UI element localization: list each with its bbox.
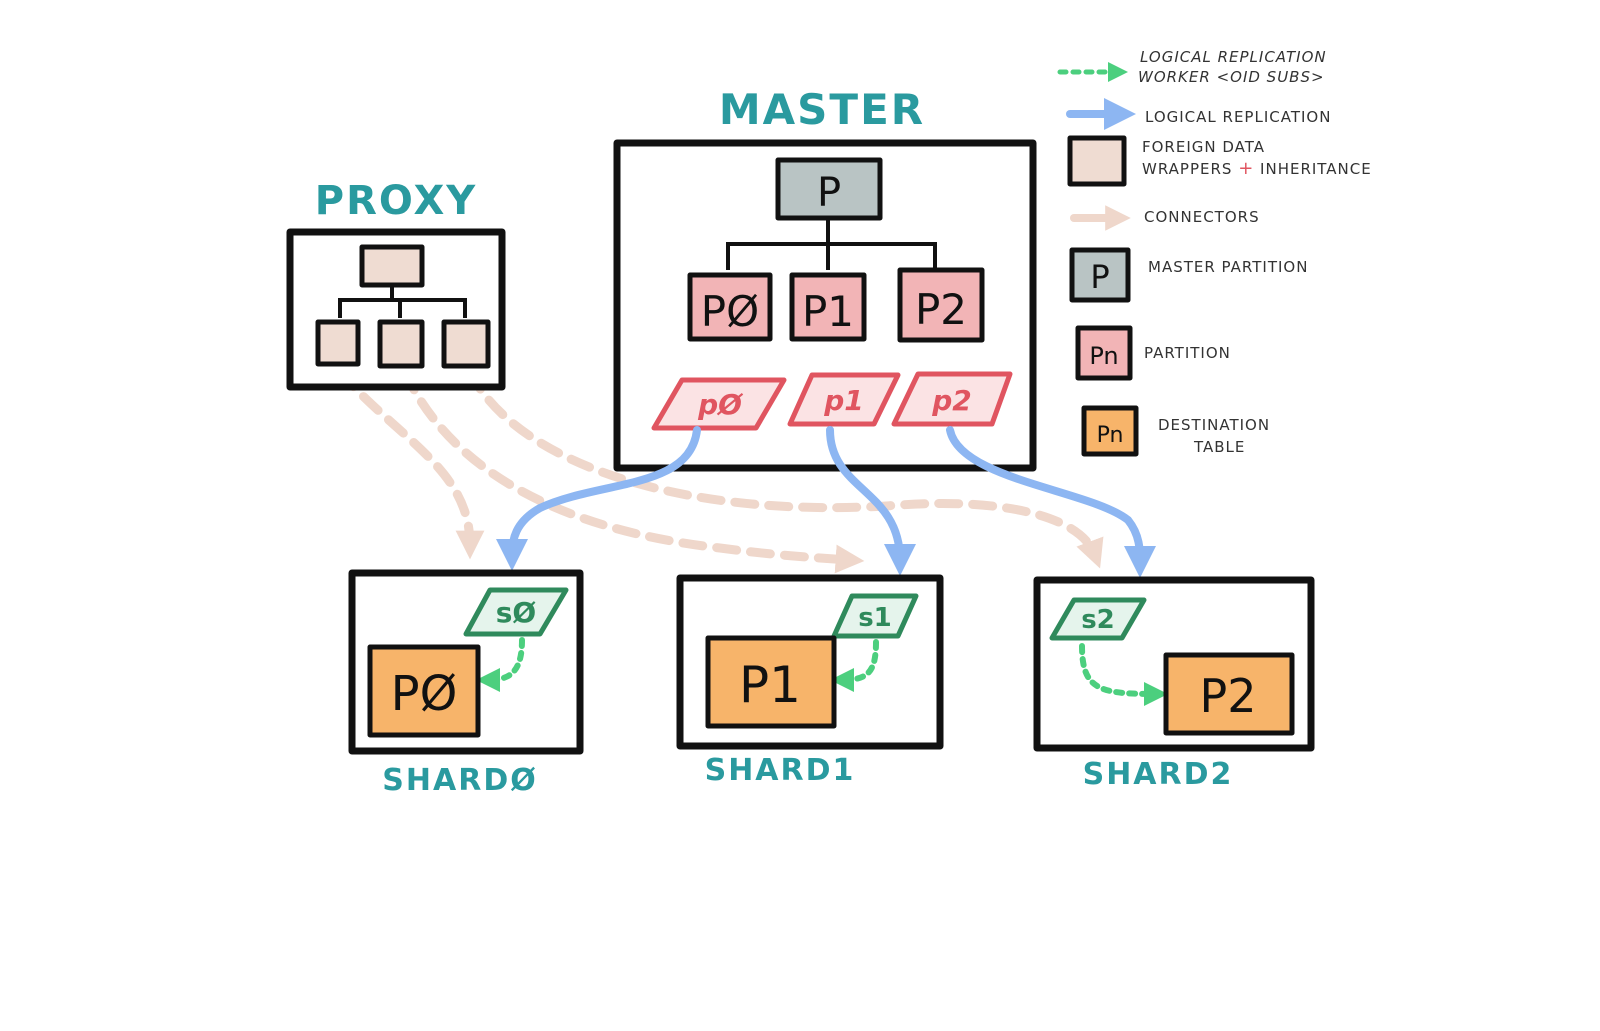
proxy-child-foreign-table bbox=[315, 319, 361, 367]
legend-worker-line1: LOGICAL REPLICATION bbox=[1140, 48, 1327, 66]
master-tree bbox=[726, 218, 937, 270]
proxy-parent-foreign-table bbox=[359, 244, 425, 288]
connector-proxy-shard0 bbox=[335, 367, 485, 560]
master-partition-label: P2 bbox=[915, 285, 967, 334]
legend-foreign-table-swatch bbox=[1067, 135, 1127, 187]
master-partition-label: PØ bbox=[701, 287, 759, 336]
connector-proxy-shard1 bbox=[400, 367, 865, 574]
svg-text:WRAPPERS + INHERITANCE: WRAPPERS + INHERITANCE bbox=[1142, 158, 1372, 179]
replication-arrows bbox=[496, 426, 1156, 578]
legend-fdw-line2a: WRAPPERS bbox=[1142, 160, 1238, 178]
publication-0: pØ bbox=[651, 377, 787, 431]
replication-arrow-0 bbox=[496, 426, 701, 571]
legend-destination-line1: DESTINATION bbox=[1158, 416, 1270, 434]
legend-master-partition-icon: P bbox=[1090, 258, 1109, 296]
master-partition-label: P1 bbox=[802, 287, 854, 336]
destination-table-label: P2 bbox=[1199, 669, 1256, 723]
legend-worker-line2: WORKER <OID SUBS> bbox=[1138, 68, 1325, 86]
proxy-title: PROXY bbox=[315, 178, 478, 224]
subscription-label: s2 bbox=[1081, 605, 1115, 635]
connector-proxy-shard2 bbox=[465, 367, 1104, 569]
shard1-subscription: s1 bbox=[831, 593, 919, 639]
legend-partition-icon: Pn bbox=[1089, 342, 1118, 370]
legend-partition-label: PARTITION bbox=[1144, 344, 1231, 362]
shard1-destination-table: P1 bbox=[705, 635, 837, 729]
proxy-child-foreign-table bbox=[377, 319, 425, 369]
publication-label: p1 bbox=[823, 384, 864, 417]
master-parent-table: P bbox=[775, 157, 883, 221]
legend-fdw-plus: + bbox=[1238, 158, 1254, 179]
shard0-worker-arrow bbox=[476, 637, 525, 692]
legend-fdw-line2b: INHERITANCE bbox=[1254, 160, 1371, 178]
shard1-title: SHARD1 bbox=[705, 753, 856, 788]
connectors bbox=[335, 367, 1104, 574]
publication-label: p2 bbox=[931, 384, 972, 417]
legend-fdw-line1: FOREIGN DATA bbox=[1142, 138, 1265, 156]
replication-arrow-2 bbox=[946, 426, 1156, 578]
legend-partition-swatch bbox=[1075, 325, 1133, 381]
subscription-label: sØ bbox=[496, 596, 537, 629]
publication-label: pØ bbox=[697, 388, 744, 421]
shard2-destination-table: P2 bbox=[1163, 652, 1295, 736]
master-parent-label: P bbox=[817, 170, 841, 216]
shard2-subscription: s2 bbox=[1049, 597, 1147, 641]
master-partition-1: P1 bbox=[789, 272, 867, 342]
replication-arrow-1 bbox=[826, 426, 916, 576]
legend: LOGICAL REPLICATION WORKER <OID SUBS> LO… bbox=[1057, 48, 1372, 457]
legend-connectors-label: CONNECTORS bbox=[1144, 208, 1260, 226]
shard1-worker-arrow bbox=[830, 639, 879, 692]
master-partition-2: P2 bbox=[897, 267, 985, 343]
shard0-destination-table: PØ bbox=[367, 644, 481, 738]
shard2-worker-arrow bbox=[1079, 643, 1168, 706]
master-partition-0: PØ bbox=[687, 272, 773, 342]
subscription-label: s1 bbox=[858, 603, 892, 633]
legend-master-partition-label: MASTER PARTITION bbox=[1148, 258, 1308, 276]
shard2-title: SHARD2 bbox=[1083, 757, 1234, 792]
legend-destination-line2: TABLE bbox=[1193, 438, 1245, 456]
destination-table-label: PØ bbox=[391, 666, 458, 722]
proxy-tree bbox=[315, 244, 491, 369]
destination-table-label: P1 bbox=[739, 656, 801, 714]
legend-replication-label: LOGICAL REPLICATION bbox=[1145, 108, 1331, 126]
publication-1: p1 bbox=[787, 372, 901, 427]
shard0-title: SHARDØ bbox=[382, 763, 537, 798]
proxy-child-foreign-table bbox=[441, 319, 491, 369]
legend-master-partition-swatch bbox=[1069, 247, 1131, 303]
publication-2: p2 bbox=[891, 371, 1013, 427]
legend-destination-icon: Pn bbox=[1097, 423, 1124, 448]
legend-destination-swatch bbox=[1081, 405, 1139, 457]
shard0-subscription: sØ bbox=[463, 587, 569, 637]
master-title: MASTER bbox=[719, 85, 925, 134]
